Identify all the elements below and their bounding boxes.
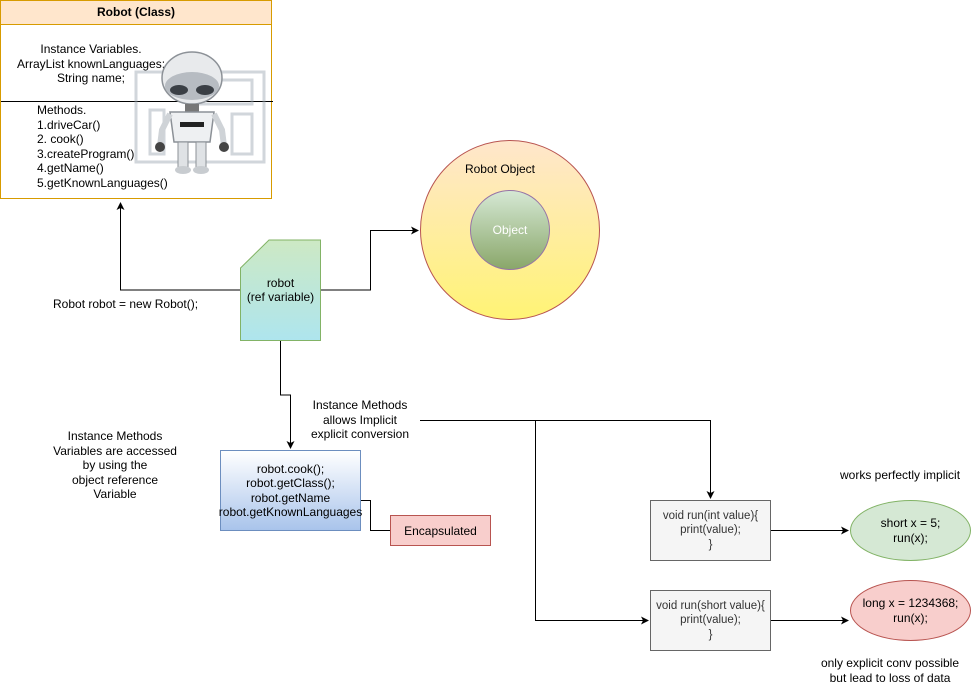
instance-access-note: Instance Methods Variables are accessed … bbox=[53, 429, 177, 501]
class-title: Robot (Class) bbox=[1, 1, 271, 25]
arrow-ref-to-class bbox=[116, 202, 240, 291]
method-calls-box: robot.cook(); robot.getClass(); robot.ge… bbox=[218, 450, 363, 531]
ref-variable-label: robot (ref variable) bbox=[246, 275, 315, 305]
long-call-ellipse: long x = 1234368; run(x); bbox=[850, 580, 971, 641]
arrow-ref-to-methods bbox=[280, 341, 295, 449]
robot-illustration bbox=[134, 51, 266, 174]
run-short-code: void run(short value){ print(value); } bbox=[656, 599, 765, 641]
run-int-code: void run(int value){ print(value); } bbox=[662, 509, 759, 551]
object-label: Object bbox=[492, 223, 528, 237]
robot-object-label: Robot Object bbox=[464, 162, 536, 176]
encapsulated-label: Encapsulated bbox=[404, 523, 477, 538]
arrow-ref-to-object bbox=[321, 226, 419, 291]
encapsulated-box: Encapsulated bbox=[390, 515, 491, 546]
long-call-code: long x = 1234368; run(x); bbox=[862, 596, 959, 625]
robot-class-box: Robot (Class) Instance Variables. ArrayL… bbox=[0, 0, 273, 199]
run-int-method-box: void run(int value){ print(value); } bbox=[650, 500, 771, 561]
conversion-note: Instance Methods allows Implicit explici… bbox=[300, 398, 420, 442]
short-call-code: short x = 5; run(x); bbox=[880, 516, 941, 545]
implicit-note: works perfectly implicit bbox=[840, 468, 961, 482]
ref-variable-card: robot (ref variable) bbox=[240, 240, 321, 340]
class-divider bbox=[1, 101, 273, 102]
class-methods: Methods. 1.driveCar() 2. cook() 3.create… bbox=[37, 103, 168, 190]
ref-variable-shape bbox=[240, 239, 321, 341]
arrow-note-to-run-int bbox=[420, 420, 715, 499]
run-short-method-box: void run(short value){ print(value); } bbox=[650, 590, 771, 651]
declaration-label: Robot robot = new Robot(); bbox=[53, 297, 199, 311]
short-call-ellipse: short x = 5; run(x); bbox=[850, 500, 971, 561]
explicit-note: only explicit conv possible but lead to … bbox=[820, 656, 960, 685]
class-instance-variables: Instance Variables. ArrayList knownLangu… bbox=[16, 42, 166, 85]
object-circle: Object bbox=[470, 190, 550, 270]
arrow-note-to-run-short bbox=[535, 420, 649, 625]
method-calls-text: robot.cook(); robot.getClass(); robot.ge… bbox=[218, 461, 363, 520]
